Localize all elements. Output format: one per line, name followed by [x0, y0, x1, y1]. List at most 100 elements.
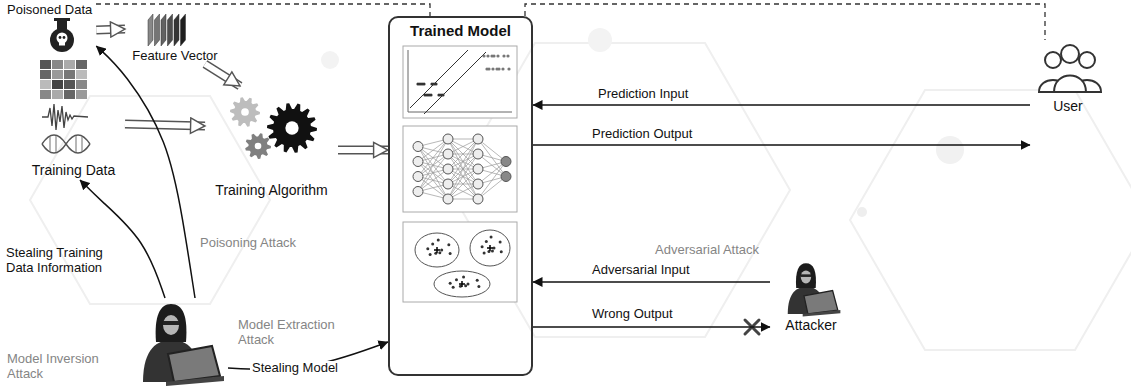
- node-caption: Training Algorithm: [215, 182, 327, 198]
- attacker-icon: [166, 376, 224, 386]
- node-caption: User: [1053, 98, 1083, 114]
- icon-node: Feature Vector: [125, 12, 225, 64]
- image-samples-icon: [52, 80, 63, 89]
- dashed-bracket: [525, 4, 1045, 40]
- scatter-chart-panel: [507, 67, 510, 70]
- neural-net-panel: [413, 134, 511, 204]
- dna-icon: [42, 135, 90, 153]
- attacker-icon: [168, 346, 220, 382]
- scatter-chart-panel: [495, 67, 498, 70]
- node-caption: Training Data: [32, 162, 116, 178]
- cluster-chart-panel: [434, 271, 490, 297]
- scatter-chart-panel: [416, 54, 510, 96]
- user-icon: [1039, 45, 1101, 92]
- neural-net-panel: [418, 169, 448, 192]
- attack-arrow: [533, 282, 770, 283]
- icon-node: Attacker: [770, 262, 852, 335]
- attacker-icon: [804, 291, 838, 314]
- gears-icon: [245, 133, 271, 159]
- gears-icon: [267, 103, 317, 153]
- image-samples-icon: [76, 90, 87, 99]
- icon-node: Poisoned Data: [3, 3, 96, 53]
- cluster-chart-panel: [426, 236, 502, 289]
- gears-icon: [230, 97, 317, 159]
- neural-net-panel: [443, 179, 453, 189]
- edge-label: Wrong Output: [592, 307, 673, 322]
- attacker-icon: [801, 274, 811, 277]
- cluster-chart-panel: [467, 283, 470, 286]
- image-samples-icon: [52, 90, 63, 99]
- cluster-chart-panel: [500, 250, 503, 253]
- connector-line: [96, 29, 125, 30]
- dna-icon: [42, 135, 90, 153]
- background-decor: [588, 28, 612, 52]
- scatter-chart-panel: [410, 50, 486, 114]
- user-icon: [1045, 52, 1061, 68]
- image-samples-icon: [64, 60, 75, 69]
- neural-net-panel: [403, 126, 517, 212]
- cluster-chart-panel: [449, 282, 452, 285]
- attack-arrow: [533, 105, 1030, 106]
- neural-net-panel: [413, 142, 423, 152]
- image-samples-icon: [76, 70, 87, 79]
- edge-label: Poisoning Attack: [200, 236, 296, 251]
- arrow-outline: [125, 124, 205, 126]
- node-caption: Feature Vector: [132, 49, 217, 64]
- model-box: Trained Model: [388, 16, 533, 376]
- poison-flask-icon: [50, 18, 74, 52]
- image-samples-icon: [40, 60, 87, 99]
- cluster-chart-panel: [447, 243, 450, 246]
- scatter-chart-panel: [502, 54, 505, 57]
- neural-net-panel: [413, 157, 423, 167]
- cluster-chart-panel: [490, 236, 493, 239]
- flow-arrow: [205, 64, 240, 86]
- attacker-icon: [796, 263, 816, 288]
- scatter-chart-panel: [482, 54, 485, 57]
- cluster-chart-panel: [483, 251, 486, 254]
- feature-vector-icon: [168, 14, 173, 46]
- audio-waveform-icon: [42, 104, 88, 130]
- connector-line: [80, 180, 165, 298]
- gears-icon: [230, 97, 260, 127]
- attack-type-label: Adversarial Attack: [655, 243, 759, 258]
- user-icon: [1061, 45, 1079, 63]
- attack-arrow: [533, 327, 770, 328]
- cluster-chart-panel: [449, 252, 452, 255]
- neural-net-panel: [473, 164, 483, 174]
- image-samples-icon: [76, 60, 87, 69]
- attacker-icon: [801, 270, 811, 283]
- node-caption: Poisoned Data: [7, 3, 92, 18]
- gears-icon: [285, 121, 298, 134]
- attack-arrow: [80, 180, 165, 298]
- poison-flask-icon: [59, 41, 65, 46]
- user-icon: [1079, 52, 1095, 68]
- attacker-icon: [163, 321, 179, 325]
- image-samples-icon: [52, 70, 63, 79]
- neural-net-panel: [418, 139, 506, 199]
- scatter-chart-panel: [496, 54, 499, 57]
- image-samples-icon: [40, 90, 51, 99]
- scatter-chart-panel: [490, 54, 493, 57]
- cluster-chart-panel: [485, 240, 488, 243]
- poison-flask-icon: [63, 36, 66, 39]
- cluster-chart-panel: [459, 281, 465, 287]
- neural-net-panel: [501, 157, 511, 167]
- poison-flask-icon: [54, 18, 70, 21]
- cluster-chart-panel: [434, 247, 440, 253]
- edge-label: Stealing Training Data Information: [6, 246, 126, 276]
- attack-arrow: [533, 145, 1030, 146]
- background-decor: [30, 28, 1131, 350]
- scatter-chart-panel: [501, 67, 504, 70]
- dna-icon: [42, 135, 90, 153]
- cluster-chart-panel: [470, 230, 510, 266]
- neural-net-panel: [413, 172, 423, 182]
- cluster-chart-panel: [426, 247, 429, 250]
- cluster-chart-panel: [440, 249, 443, 252]
- background-decor: [936, 136, 964, 164]
- arrow-outline: [96, 29, 125, 30]
- cluster-chart-panel: [403, 222, 517, 302]
- flow-arrow: [125, 124, 205, 126]
- image-samples-icon: [40, 60, 51, 69]
- attacker-icon: [788, 263, 841, 316]
